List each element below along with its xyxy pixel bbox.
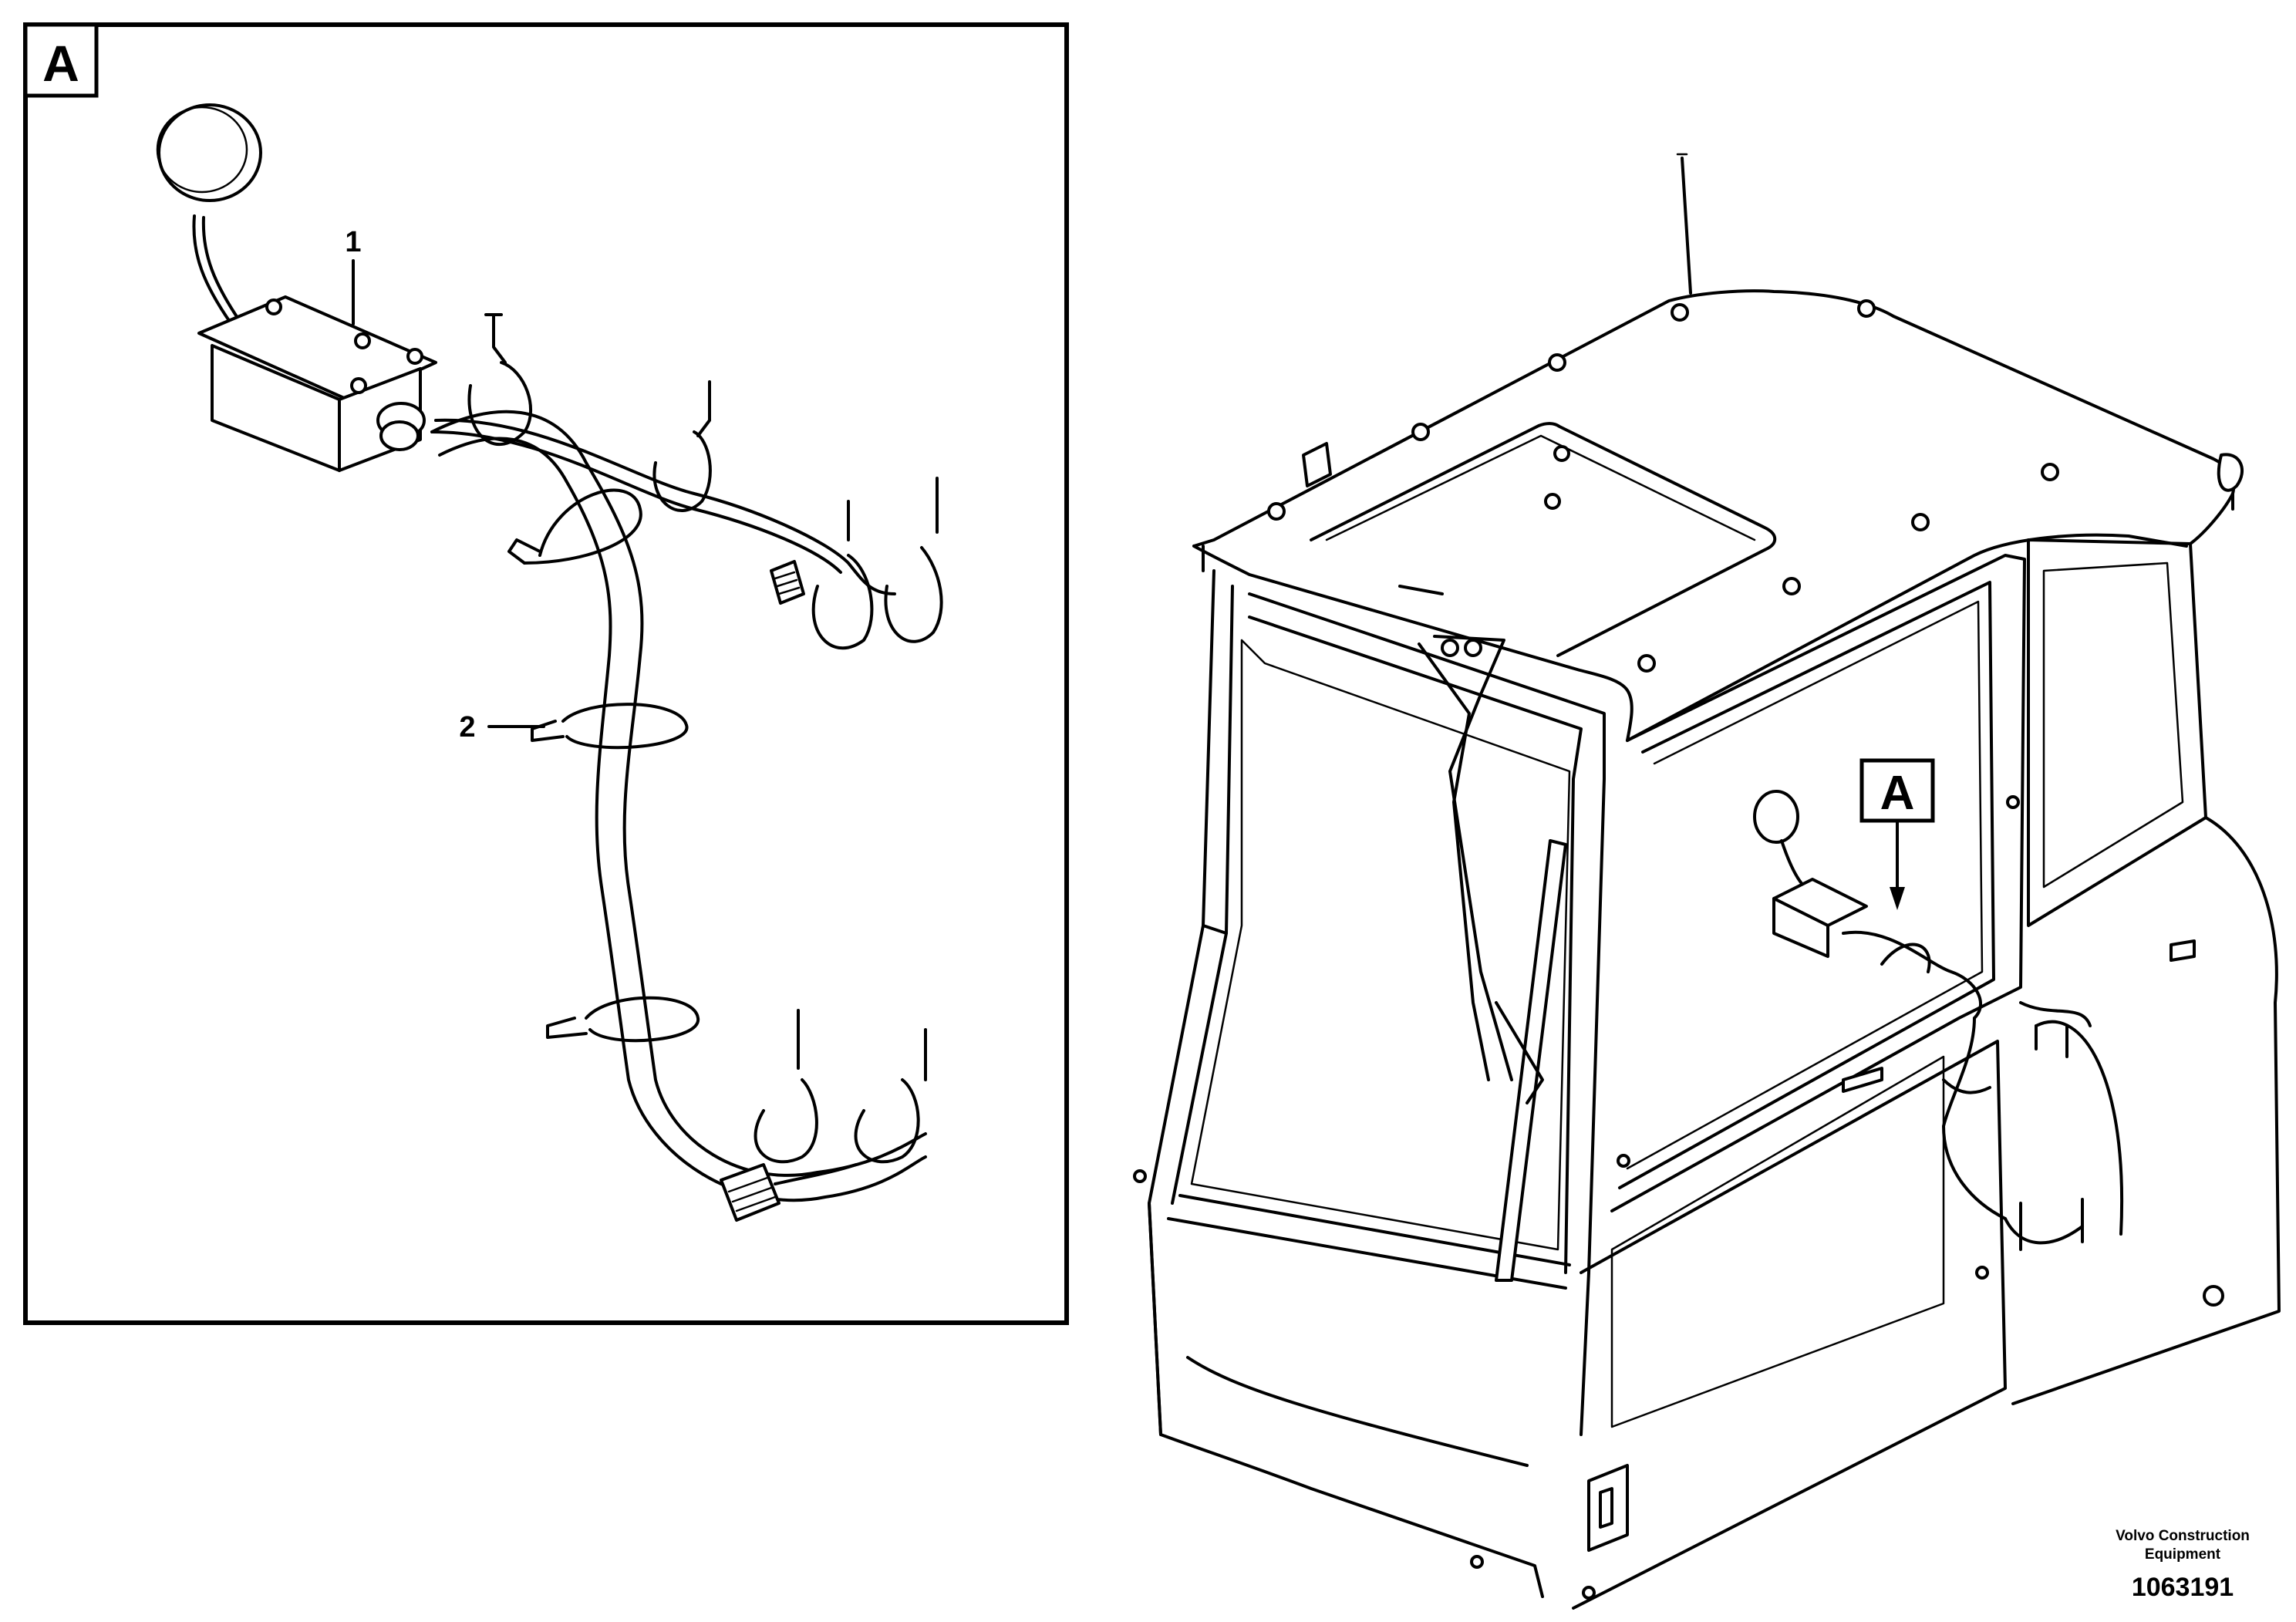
view-marker-a: A [1859,758,1935,910]
cable-tie-icons [467,313,943,1164]
wire-harness-icon [430,410,927,1202]
detail-tag-letter: A [42,35,79,92]
detail-frame [23,22,1069,1325]
company-name-line2: Equipment [2144,1546,2221,1563]
wiper-icon [1398,585,1567,1282]
roof-hatch [1310,422,1777,657]
lamp-location-icon [1753,790,2092,1251]
view-marker-letter: A [1880,767,1915,820]
antenna-icon [1681,157,1692,295]
detail-tag-box [23,22,99,98]
footer-credit: Volvo Construction Equipment 1063191 [2067,1527,2296,1603]
roof-bolts [1267,299,2059,673]
callout-2-number: 2 [459,711,475,744]
lamp-icon [156,103,262,325]
callout-1-number: 1 [345,226,361,258]
detail-view-a: A 1 [23,22,1069,1325]
cab-drawing: A [1133,153,2281,1610]
view-marker-box [1859,758,1935,823]
connector-icon-lower [720,1163,858,1222]
cab-fasteners [1133,795,2020,1600]
document-number: 1063191 [2131,1573,2234,1602]
company-name-line1: Volvo Construction [2116,1528,2250,1544]
connector-icon-upper [770,560,805,605]
control-box-icon [197,295,437,472]
